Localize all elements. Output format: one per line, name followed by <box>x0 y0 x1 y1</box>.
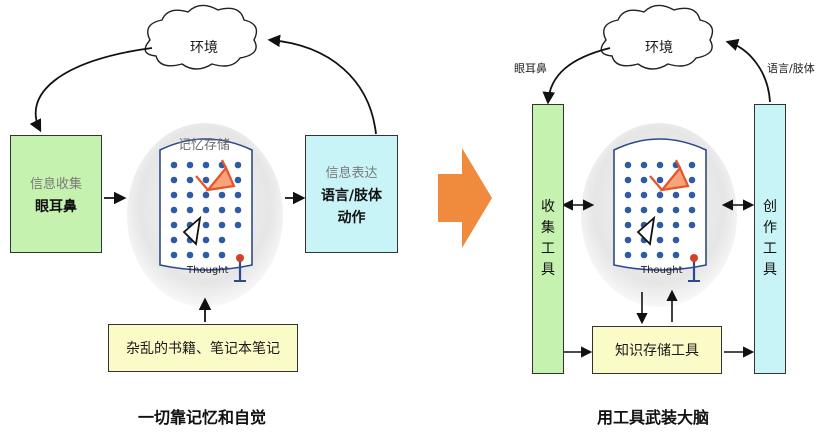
left-outline-triangle <box>182 215 202 246</box>
right-create-char-1: 创 <box>763 199 777 215</box>
left-express-to-cloud-arrow <box>267 34 377 135</box>
left-environment-label: 环境 <box>190 40 218 56</box>
left-environment-cloud <box>144 4 258 70</box>
right-collect-char-4: 具 <box>541 262 555 278</box>
right-environment-label: 环境 <box>645 40 673 56</box>
left-express-sub1: 语言/肢体 <box>320 187 383 204</box>
right-knowledge-label: 知识存储工具 <box>615 343 699 359</box>
left-thought-label: Thought <box>187 265 229 276</box>
right-outline-triangle <box>636 215 656 246</box>
left-thought-pin-icon <box>234 254 246 282</box>
left-gather-box: 信息收集 眼耳鼻 <box>10 135 102 253</box>
right-thought-label: Thought <box>641 265 683 276</box>
right-collect-char-3: 工 <box>541 241 555 257</box>
right-thought-pin-icon <box>688 254 700 282</box>
right-create-char-3: 工 <box>763 241 777 257</box>
right-collect-tool-box: 收 集 工 具 <box>532 104 564 374</box>
right-cloud-to-collect-arrow <box>542 47 611 105</box>
right-highlight-triangle <box>649 159 690 192</box>
right-create-char-4: 具 <box>763 262 777 278</box>
left-memory-label: 记忆存储 <box>178 138 231 153</box>
left-express-box: 信息表达 语言/肢体 动作 <box>305 135 398 253</box>
right-collect-char-2: 集 <box>541 220 555 236</box>
right-caption: 用工具武装大脑 <box>597 408 710 427</box>
right-speech-label: 语言/肢体 <box>767 62 815 75</box>
left-cloud-to-gather-arrow <box>29 47 153 133</box>
transition-arrow-icon <box>438 148 492 248</box>
left-notes-label: 杂乱的书籍、笔记本笔记 <box>126 341 280 357</box>
left-express-title: 信息表达 <box>325 165 378 181</box>
right-neuron-grid <box>624 161 696 259</box>
left-caption: 一切靠记忆和自觉 <box>138 408 267 427</box>
right-knowledge-box: 知识存储工具 <box>592 326 722 374</box>
right-collect-char-1: 收 <box>541 199 555 215</box>
left-gather-title: 信息收集 <box>29 176 82 192</box>
right-senses-label: 眼耳鼻 <box>514 62 547 75</box>
right-create-tool-box: 创 作 工 具 <box>754 104 786 374</box>
right-create-char-2: 作 <box>763 220 777 236</box>
left-brain <box>127 123 283 307</box>
left-notes-box: 杂乱的书籍、笔记本笔记 <box>108 324 298 372</box>
left-express-sub2: 动作 <box>337 209 366 226</box>
left-highlight-triangle <box>195 159 236 192</box>
right-brain <box>581 123 737 307</box>
left-gather-sub: 眼耳鼻 <box>35 198 77 215</box>
right-environment-cloud <box>600 4 714 70</box>
right-create-to-cloud-arrow <box>725 38 771 103</box>
